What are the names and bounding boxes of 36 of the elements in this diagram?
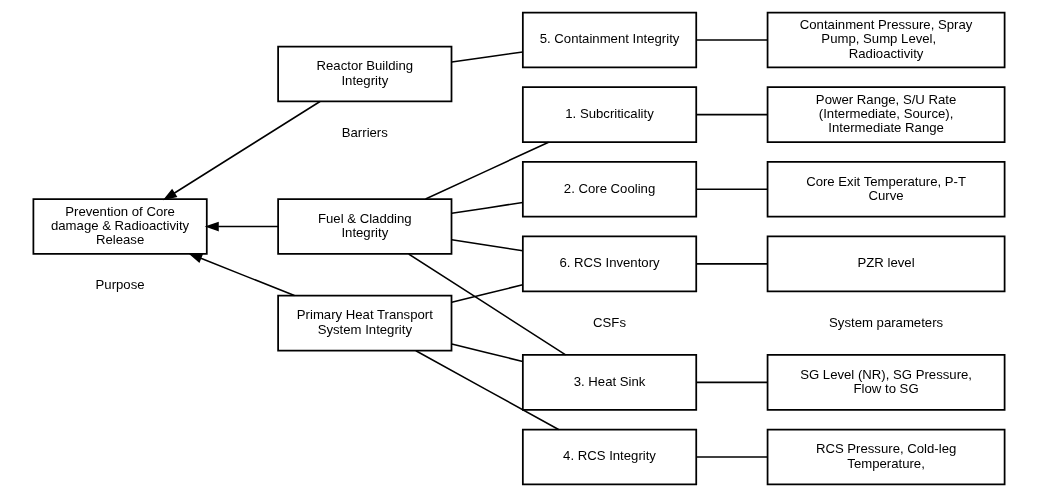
node-box: 6. RCS Inventory: [521, 235, 698, 293]
connector: [695, 39, 769, 41]
connector: [451, 239, 524, 252]
arrow: [188, 253, 296, 297]
node-box: 4. RCS Integrity: [521, 428, 698, 486]
connector: [695, 381, 769, 384]
node-box: Core Exit Temperature, P-T Curve: [766, 160, 1006, 218]
label: CSFs: [593, 314, 626, 330]
node-box: Containment Pressure, Spray Pump, Sump Level, Radioactivity: [766, 11, 1006, 69]
connector: [415, 349, 560, 431]
node-box: Reactor Building Integrity: [277, 45, 453, 103]
connector: [451, 343, 524, 363]
connector: [407, 253, 567, 356]
node-box: 5. Containment Integrity: [521, 11, 698, 69]
node-box: Fuel & Cladding Integrity: [277, 198, 453, 255]
node-box: RCS Pressure, Cold-leg Temperature,: [766, 428, 1006, 486]
node-box: PZR level: [766, 235, 1006, 293]
node-box: SG Level (NR), SG Pressure, Flow to SG: [766, 354, 1006, 411]
connector: [451, 284, 524, 303]
connector: [451, 51, 524, 63]
label: System parameters: [829, 314, 944, 330]
label: Purpose: [95, 277, 145, 293]
node-box: Prevention of Core damage & Radioactivity Release: [32, 198, 208, 255]
node-box: Power Range, S/U Rate (Intermediate, Source), Intermediate Range: [766, 86, 1006, 143]
node-box: Primary Heat Transport System Integrity: [277, 294, 453, 352]
arrow: [204, 221, 279, 232]
node-box: 2. Core Cooling: [521, 160, 698, 218]
arrow: [162, 100, 321, 201]
connector: [695, 263, 769, 265]
connector: [695, 188, 769, 190]
node-box: 1. Subcriticality: [521, 86, 698, 143]
connector: [695, 113, 769, 116]
node-box: 3. Heat Sink: [521, 354, 698, 411]
connector: [451, 201, 524, 215]
connector: [695, 456, 769, 458]
label: Barriers: [341, 124, 388, 140]
